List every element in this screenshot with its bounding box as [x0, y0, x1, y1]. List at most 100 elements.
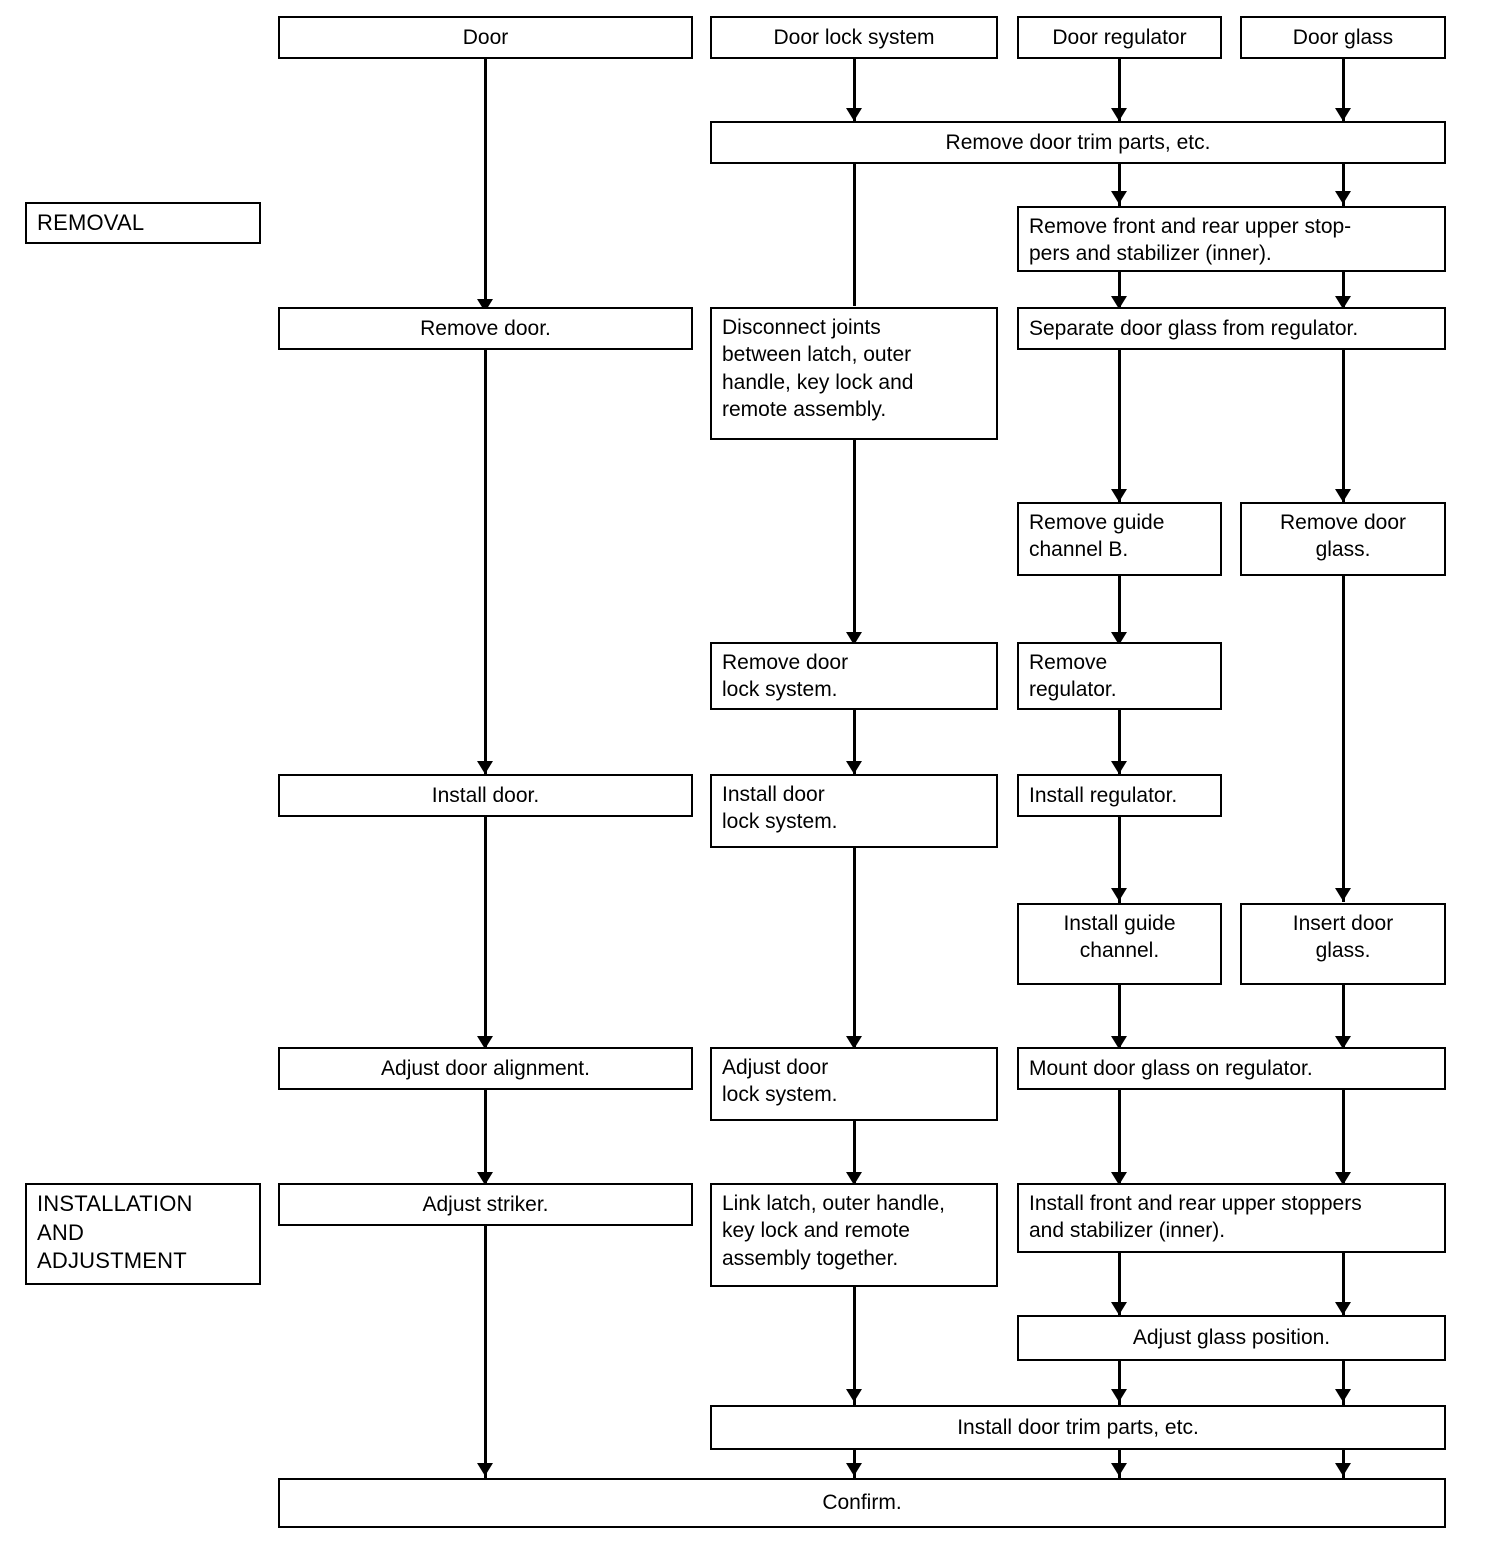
- arrowhead-separate-to-guidechannel: [1111, 489, 1127, 502]
- node-adjust-door-alignment[interactable]: Adjust door alignment.: [278, 1047, 693, 1090]
- node-remove-door-glass[interactable]: Remove door glass.: [1240, 502, 1446, 576]
- connector-striker-to-confirm: [484, 1226, 487, 1478]
- node-install-door-lock-system[interactable]: Install door lock system.: [710, 774, 998, 848]
- node-remove-door-label: Remove door.: [420, 316, 551, 340]
- node-remove-door-lock-system[interactable]: Remove door lock system.: [710, 642, 998, 710]
- node-install-door-trim-parts[interactable]: Install door trim parts, etc.: [710, 1405, 1446, 1450]
- connector-separate-to-removeglass: [1342, 350, 1345, 502]
- node-adjust-glass-position[interactable]: Adjust glass position.: [1017, 1315, 1446, 1361]
- node-remove-door[interactable]: Remove door.: [278, 307, 693, 350]
- node-door[interactable]: Door: [278, 16, 693, 59]
- arrowhead-guidechannel-to-removeregulator: [1111, 632, 1127, 645]
- arrowhead-trim-to-stoppers-right: [1335, 191, 1351, 204]
- connector-glass-to-trim: [1342, 58, 1345, 121]
- arrowhead-removeregulator-to-installregulator: [1111, 761, 1127, 774]
- node-door-label: Door: [462, 25, 509, 49]
- arrowhead-installdoor-to-adjustalign: [477, 1036, 493, 1049]
- stage-label-installation-and-adjustment: INSTALLATION AND ADJUSTMENT: [25, 1183, 261, 1285]
- node-remove-upper-stoppers[interactable]: Remove front and rear upper stop- pers a…: [1017, 206, 1446, 272]
- arrowhead-regulator-to-trim: [1111, 108, 1127, 121]
- arrowhead-adjustlock-to-linklatch: [846, 1172, 862, 1185]
- connector-door-to-remove-door: [484, 58, 487, 312]
- stage-label-installation-and-adjustment-text: INSTALLATION AND ADJUSTMENT: [37, 1191, 193, 1274]
- arrowhead-installguide-to-mountglass: [1111, 1036, 1127, 1049]
- node-insert-door-glass[interactable]: Insert door glass.: [1240, 903, 1446, 985]
- connector-installregulator-to-installguide: [1118, 817, 1121, 903]
- node-adjust-striker-label: Adjust striker.: [422, 1192, 549, 1216]
- node-remove-guide-channel-b-label: Remove guide channel B.: [1029, 511, 1165, 562]
- connector-insertglass-to-mountglass: [1342, 985, 1345, 1053]
- connector-adjustglass-to-installtrim-left: [1118, 1361, 1121, 1405]
- connector-installdoor-to-adjustalign: [484, 817, 487, 1053]
- connector-mountglass-to-installstoppers-left: [1118, 1090, 1121, 1186]
- connector-stoppers-to-separate-right: [1342, 272, 1345, 314]
- connector-installstoppers-to-adjustglass-left: [1118, 1253, 1121, 1315]
- connector-disconnect-to-removelock: [853, 440, 856, 648]
- node-door-glass[interactable]: Door glass: [1240, 16, 1446, 59]
- connector-doorlock-to-trim: [853, 58, 856, 121]
- arrowhead-removelock-to-installlock: [846, 761, 862, 774]
- node-adjust-striker[interactable]: Adjust striker.: [278, 1183, 693, 1226]
- node-install-door[interactable]: Install door.: [278, 774, 693, 817]
- node-confirm-label: Confirm.: [822, 1491, 902, 1515]
- connector-removelock-to-installlock: [853, 710, 856, 776]
- node-remove-guide-channel-b[interactable]: Remove guide channel B.: [1017, 502, 1222, 576]
- node-door-regulator-label: Door regulator: [1052, 25, 1187, 49]
- arrowhead-stoppers-to-separate-left: [1111, 296, 1127, 309]
- node-adjust-door-lock-system-label: Adjust door lock system.: [722, 1056, 838, 1107]
- node-separate-door-glass[interactable]: Separate door glass from regulator.: [1017, 307, 1446, 350]
- node-install-guide-channel-label: Install guide channel.: [1063, 912, 1176, 963]
- node-mount-door-glass-on-regulator[interactable]: Mount door glass on regulator.: [1017, 1047, 1446, 1090]
- node-confirm[interactable]: Confirm.: [278, 1478, 1446, 1528]
- node-separate-door-glass-label: Separate door glass from regulator.: [1029, 316, 1359, 340]
- node-mount-door-glass-on-regulator-label: Mount door glass on regulator.: [1029, 1056, 1313, 1080]
- connector-removeglass-to-insertglass: [1342, 576, 1345, 902]
- node-link-latch[interactable]: Link latch, outer handle, key lock and r…: [710, 1183, 998, 1287]
- connector-adjustlock-to-linklatch: [853, 1121, 856, 1186]
- node-install-door-trim-parts-label: Install door trim parts, etc.: [957, 1415, 1199, 1439]
- node-remove-regulator-label: Remove regulator.: [1029, 651, 1117, 702]
- node-remove-door-glass-label: Remove door glass.: [1279, 511, 1407, 562]
- node-remove-door-trim-parts[interactable]: Remove door trim parts, etc.: [710, 121, 1446, 164]
- arrowhead-trim-to-stoppers-left: [1111, 191, 1127, 204]
- arrowhead-linklatch-to-installtrim: [846, 1389, 862, 1402]
- arrowhead-disconnect-to-removelock: [846, 632, 862, 645]
- node-adjust-glass-position-label: Adjust glass position.: [1132, 1326, 1331, 1350]
- node-install-upper-stoppers[interactable]: Install front and rear upper stoppers an…: [1017, 1183, 1446, 1253]
- node-adjust-door-lock-system[interactable]: Adjust door lock system.: [710, 1047, 998, 1121]
- connector-stoppers-to-separate-left: [1118, 272, 1121, 314]
- connector-guidechannel-to-removeregulator: [1118, 576, 1121, 648]
- node-door-lock-system[interactable]: Door lock system: [710, 16, 998, 59]
- arrowhead-installtrim-to-confirm-c4: [1335, 1463, 1351, 1476]
- arrowhead-removeglass-to-insertglass: [1335, 888, 1351, 901]
- connector-trim-to-stoppers-right: [1342, 164, 1345, 206]
- node-adjust-door-alignment-label: Adjust door alignment.: [381, 1056, 590, 1080]
- arrowhead-striker-to-confirm: [477, 1463, 493, 1476]
- connector-regulator-to-trim: [1118, 58, 1121, 121]
- connector-trim-to-disconnect: [853, 164, 856, 306]
- node-install-door-label: Install door.: [431, 783, 540, 807]
- node-remove-regulator[interactable]: Remove regulator.: [1017, 642, 1222, 710]
- stage-label-removal-text: REMOVAL: [37, 209, 145, 235]
- node-install-guide-channel[interactable]: Install guide channel.: [1017, 903, 1222, 985]
- connector-adjustalign-to-striker: [484, 1090, 487, 1186]
- arrowhead-mountglass-to-installstoppers-right: [1335, 1172, 1351, 1185]
- arrowhead-doorlock-to-trim: [846, 108, 862, 121]
- connector-adjustglass-to-installtrim-right: [1342, 1361, 1345, 1405]
- connector-trim-to-stoppers-left: [1118, 164, 1121, 206]
- connector-installstoppers-to-adjustglass-right: [1342, 1253, 1345, 1315]
- node-disconnect-joints[interactable]: Disconnect joints between latch, outer h…: [710, 307, 998, 440]
- node-link-latch-label: Link latch, outer handle, key lock and r…: [722, 1192, 945, 1270]
- node-remove-door-lock-system-label: Remove door lock system.: [722, 651, 849, 702]
- connector-installlock-to-adjustlock: [853, 848, 856, 1053]
- node-door-regulator[interactable]: Door regulator: [1017, 16, 1222, 59]
- arrowhead-installlock-to-adjustlock: [846, 1036, 862, 1049]
- arrowhead-glass-to-trim: [1335, 108, 1351, 121]
- node-install-regulator[interactable]: Install regulator.: [1017, 774, 1222, 817]
- node-install-upper-stoppers-label: Install front and rear upper stoppers an…: [1029, 1192, 1362, 1243]
- node-insert-door-glass-label: Insert door glass.: [1292, 912, 1394, 963]
- node-install-door-lock-system-label: Install door lock system.: [722, 783, 838, 834]
- node-install-regulator-label: Install regulator.: [1029, 783, 1178, 807]
- arrowhead-separate-to-removeglass: [1335, 489, 1351, 502]
